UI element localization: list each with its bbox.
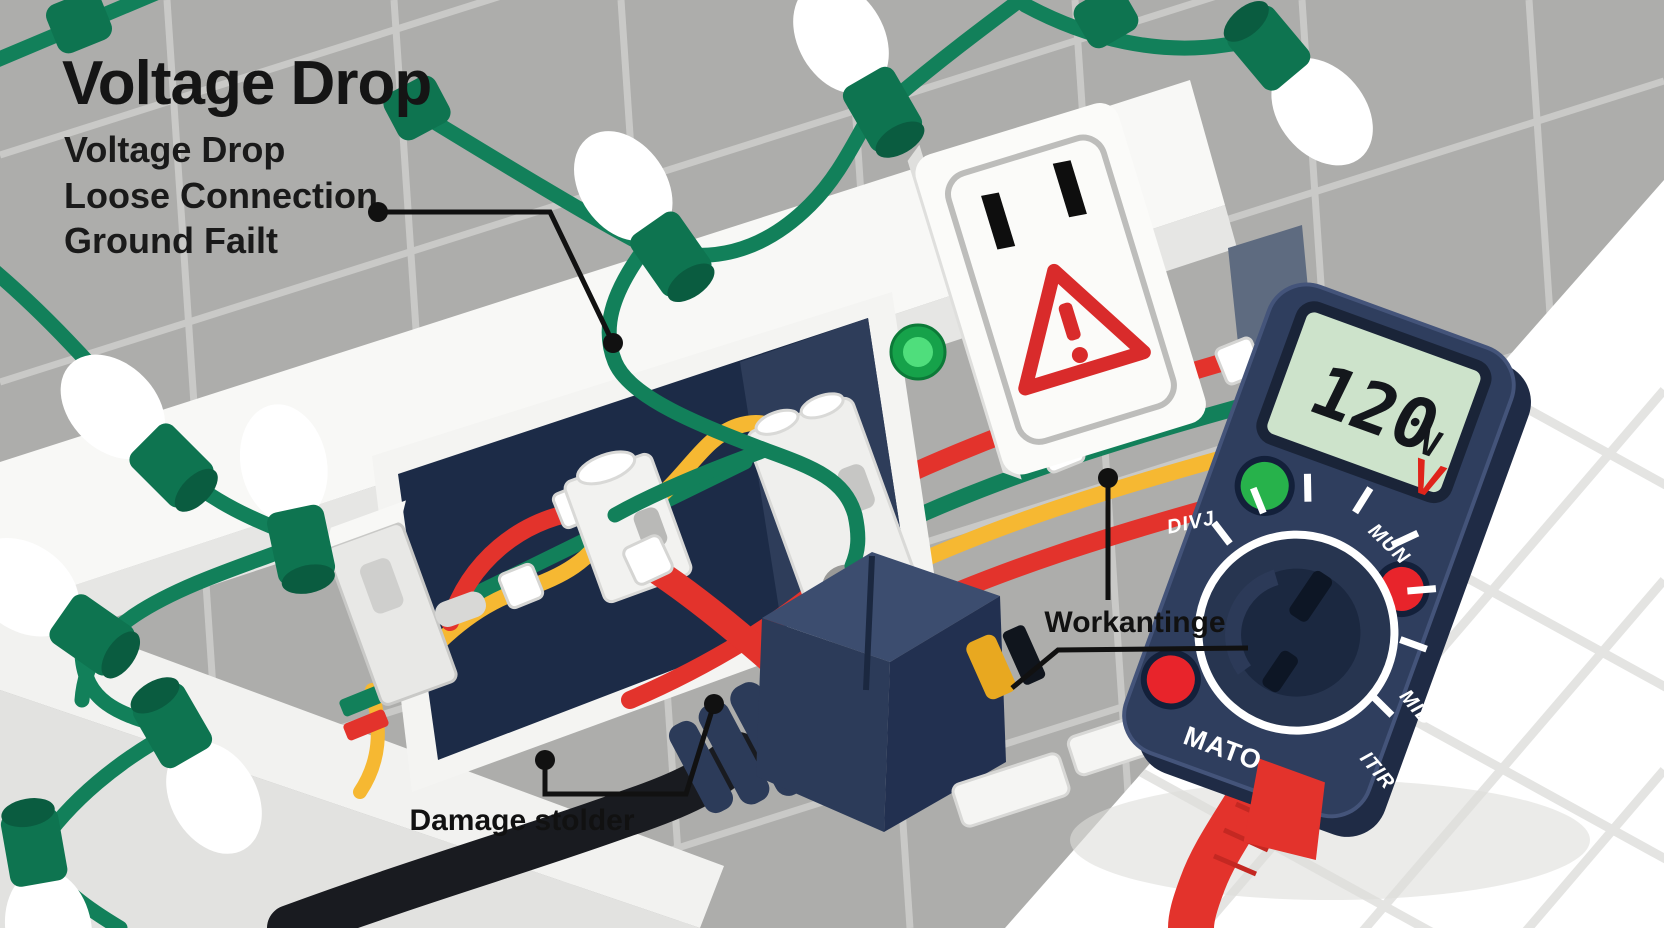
string-wire-drop [601,240,866,574]
plug-body [756,552,1006,832]
annotations: Workantinge Damage stolder [368,202,1249,837]
outlet [907,103,1206,480]
outlet-inner-outline [945,134,1177,445]
page-title: Voltage Drop [62,49,431,118]
meter-green-button[interactable] [1230,451,1299,520]
dial-pointer [1289,570,1333,622]
switch-device [325,500,487,706]
wire-yellow-exterior [892,442,1260,578]
dial-knob-highlight [1225,569,1279,675]
light-string [0,0,1394,928]
cord-annotation-label: Damage stolder [409,804,634,837]
string-wire-branch [607,442,773,523]
leader-outlet-label [1010,468,1249,690]
leader-dot [603,333,623,353]
leader-title-to-wire [368,202,623,353]
cause-item-3: Ground Failt [64,220,278,261]
clip-inside-1 [497,562,545,610]
title-block: Voltage Drop Voltage Drop Loose Connecti… [62,49,432,261]
led-inner [903,337,933,367]
string-wire [682,104,880,263]
leader-dot [1098,468,1118,488]
power-plug [267,552,1176,928]
stub-green [339,685,385,717]
meter-dial[interactable] [1155,442,1472,768]
leader-dot [368,202,388,222]
outlet-annotation-label: Workantinge [1044,606,1225,639]
multimeter: 120 V V [1122,282,1531,928]
probe-boot [1243,758,1325,860]
meter-lcd: 120 V V [1256,301,1492,510]
leader-dot [704,694,724,714]
string-ties [45,0,1139,141]
plug-fuse [966,634,1016,700]
warning-triangle-icon [1018,263,1151,396]
outlet-slots [981,160,1087,250]
cause-item-2: Loose Connection [64,175,378,216]
dial-knob [1232,568,1361,697]
dial-pointer-tail [1262,650,1298,693]
meter-body-group: 120 V V [1122,282,1531,860]
stub-red [343,709,389,741]
meter-red-button-left[interactable] [1136,645,1205,714]
clip-plug-wire [622,534,674,586]
cause-item-1: Voltage Drop [64,129,285,170]
status-led [889,323,947,381]
string-wire [887,0,1028,106]
leader-cord-label [535,694,724,797]
leader-dot [535,750,555,770]
dial-ticks [1211,473,1437,718]
